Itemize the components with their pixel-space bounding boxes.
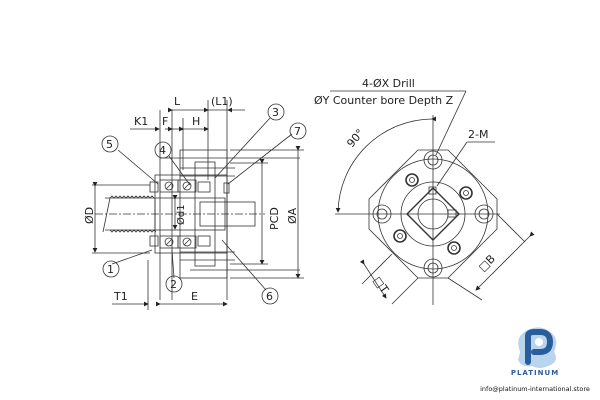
dim-K1: K1 bbox=[134, 115, 148, 128]
callout-3 bbox=[267, 103, 285, 121]
callout-6 bbox=[261, 287, 279, 305]
front-view-labels: 4-ØX Drill ØY Counter bore Depth Z 2-M 9… bbox=[314, 77, 498, 296]
side-view-labels: L (L1) K1 F H ØD Ød1 PCD ØA T1 E bbox=[83, 95, 299, 303]
dim-D: ØD bbox=[83, 207, 96, 224]
dim-E: E bbox=[191, 290, 198, 303]
callout-4-label: 4 bbox=[159, 144, 166, 157]
counterbore-note: ØY Counter bore Depth Z bbox=[314, 94, 454, 107]
callout-1-label: 1 bbox=[107, 263, 114, 276]
callout-1 bbox=[102, 260, 120, 278]
callout-6-label: 6 bbox=[266, 290, 273, 303]
square-B-label: □B bbox=[476, 252, 498, 274]
dim-L1: (L1) bbox=[211, 95, 233, 108]
dim-PCD: PCD bbox=[268, 207, 281, 230]
front-view bbox=[330, 90, 535, 305]
callout-2 bbox=[165, 275, 183, 293]
dim-A: ØA bbox=[286, 207, 299, 224]
brand-name: PLATINUM bbox=[510, 369, 560, 377]
dim-F: F bbox=[162, 115, 168, 128]
callout-5-label: 5 bbox=[106, 138, 113, 151]
side-view bbox=[92, 100, 307, 310]
dim-T1: T1 bbox=[113, 290, 128, 303]
callout-3-label: 3 bbox=[272, 106, 279, 119]
callout-4 bbox=[154, 141, 172, 159]
contact-email: info@platinum-international.store bbox=[480, 385, 590, 393]
callout-5 bbox=[101, 135, 119, 153]
dim-L: L bbox=[174, 95, 181, 108]
square-T-label: □T bbox=[371, 274, 392, 296]
drill-note: 4-ØX Drill bbox=[362, 77, 415, 90]
dim-H: H bbox=[192, 115, 200, 128]
dim-d1: Ød1 bbox=[175, 204, 187, 225]
thread-note: 2-M bbox=[468, 128, 488, 141]
angle-label: 90° bbox=[344, 127, 366, 150]
callout-numbers: 5 4 3 7 1 2 6 bbox=[106, 106, 301, 303]
callout-7-label: 7 bbox=[294, 125, 301, 138]
callout-2-label: 2 bbox=[170, 278, 177, 291]
platinum-logo-icon bbox=[518, 327, 557, 368]
callout-7 bbox=[289, 122, 307, 140]
platinum-logo: PLATINUM info@platinum-international.sto… bbox=[470, 322, 600, 400]
